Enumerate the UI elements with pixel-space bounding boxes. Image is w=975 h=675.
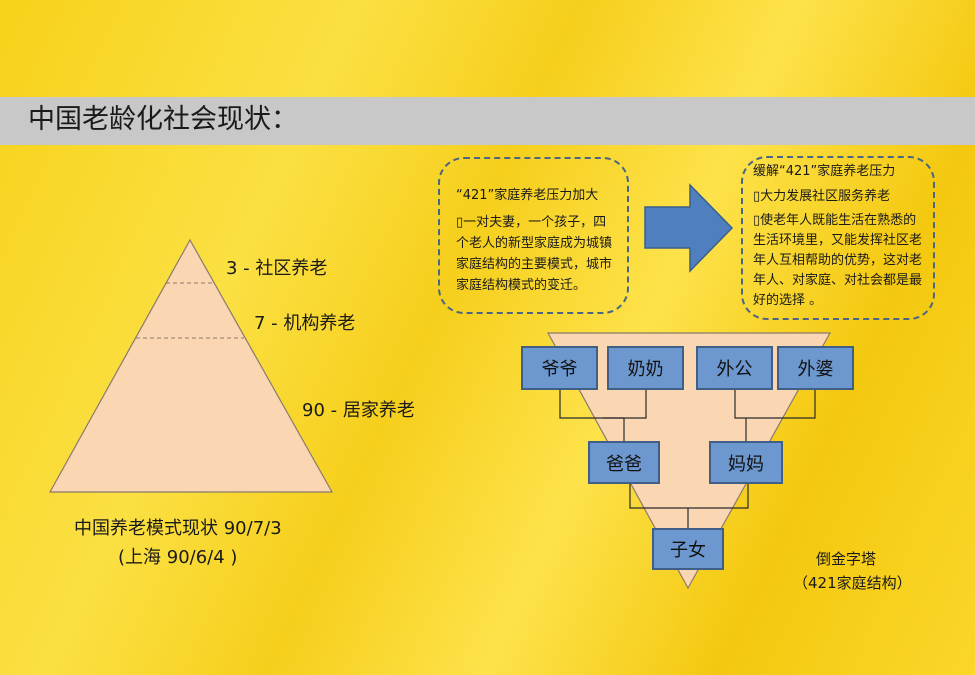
node-grandmother-maternal: 外婆 bbox=[777, 346, 854, 390]
bullet-icon: ▯ bbox=[456, 215, 464, 230]
tree-connectors bbox=[559, 388, 816, 528]
callout-right-heading: 缓解“421”家庭养老压力 bbox=[753, 164, 896, 179]
pyramid-label-institution: 7 - 机构养老 bbox=[254, 313, 356, 334]
node-child: 子女 bbox=[652, 528, 724, 570]
callout-421-pressure: “421”家庭养老压力加大 ▯一对夫妻，一个孩子，四个老人的新型家庭成为城镇家庭… bbox=[438, 157, 629, 314]
pyramid-triangle bbox=[48, 238, 334, 493]
callout-left-text: ▯一对夫妻，一个孩子，四个老人的新型家庭成为城镇家庭结构的主要模式，城市家庭结构… bbox=[456, 212, 617, 296]
callout-relief: 缓解“421”家庭养老压力 ▯大力发展社区服务养老 ▯使老年人既能生活在熟悉的生… bbox=[741, 156, 935, 320]
node-grandmother-paternal: 奶奶 bbox=[607, 346, 684, 390]
right-arrow-icon bbox=[644, 183, 734, 273]
node-mother: 妈妈 bbox=[709, 441, 783, 484]
callout-right-item2-text: 使老年人既能生活在熟悉的生活环境里，又能发挥社区老年人互相帮助的优势，这对老年人… bbox=[753, 213, 923, 308]
node-grandfather-maternal: 外公 bbox=[696, 346, 773, 390]
callout-right-item1-text: 大力发展社区服务养老 bbox=[760, 189, 891, 204]
node-father: 爸爸 bbox=[588, 441, 660, 484]
tree-caption-line1: 倒金字塔 bbox=[816, 550, 877, 568]
pyramid-label-home: 90 - 居家养老 bbox=[302, 400, 415, 421]
callout-left-body: 一对夫妻，一个孩子，四个老人的新型家庭成为城镇家庭结构的主要模式，城市家庭结构模… bbox=[456, 215, 613, 293]
bullet-icon: ▯ bbox=[753, 189, 761, 204]
node-grandfather-paternal: 爷爷 bbox=[521, 346, 598, 390]
callout-left-heading: “421”家庭养老压力加大 bbox=[456, 188, 599, 203]
page-title: 中国老龄化社会现状： bbox=[28, 104, 298, 135]
pyramid-label-community: 3 - 社区养老 bbox=[226, 258, 328, 279]
pyramid-caption-line1: 中国养老模式现状 90/7/3 bbox=[74, 518, 282, 539]
callout-right-item2: ▯使老年人既能生活在熟悉的生活环境里，又能发挥社区老年人互相帮助的优势，这对老年… bbox=[753, 211, 927, 311]
callout-right-item1: ▯大力发展社区服务养老 bbox=[753, 187, 927, 207]
title-bar bbox=[0, 97, 975, 145]
tree-caption-line2: （421家庭结构） bbox=[793, 574, 912, 592]
bullet-icon: ▯ bbox=[753, 213, 761, 228]
pyramid-caption-line2: (上海 90/6/4 ) bbox=[118, 547, 238, 568]
